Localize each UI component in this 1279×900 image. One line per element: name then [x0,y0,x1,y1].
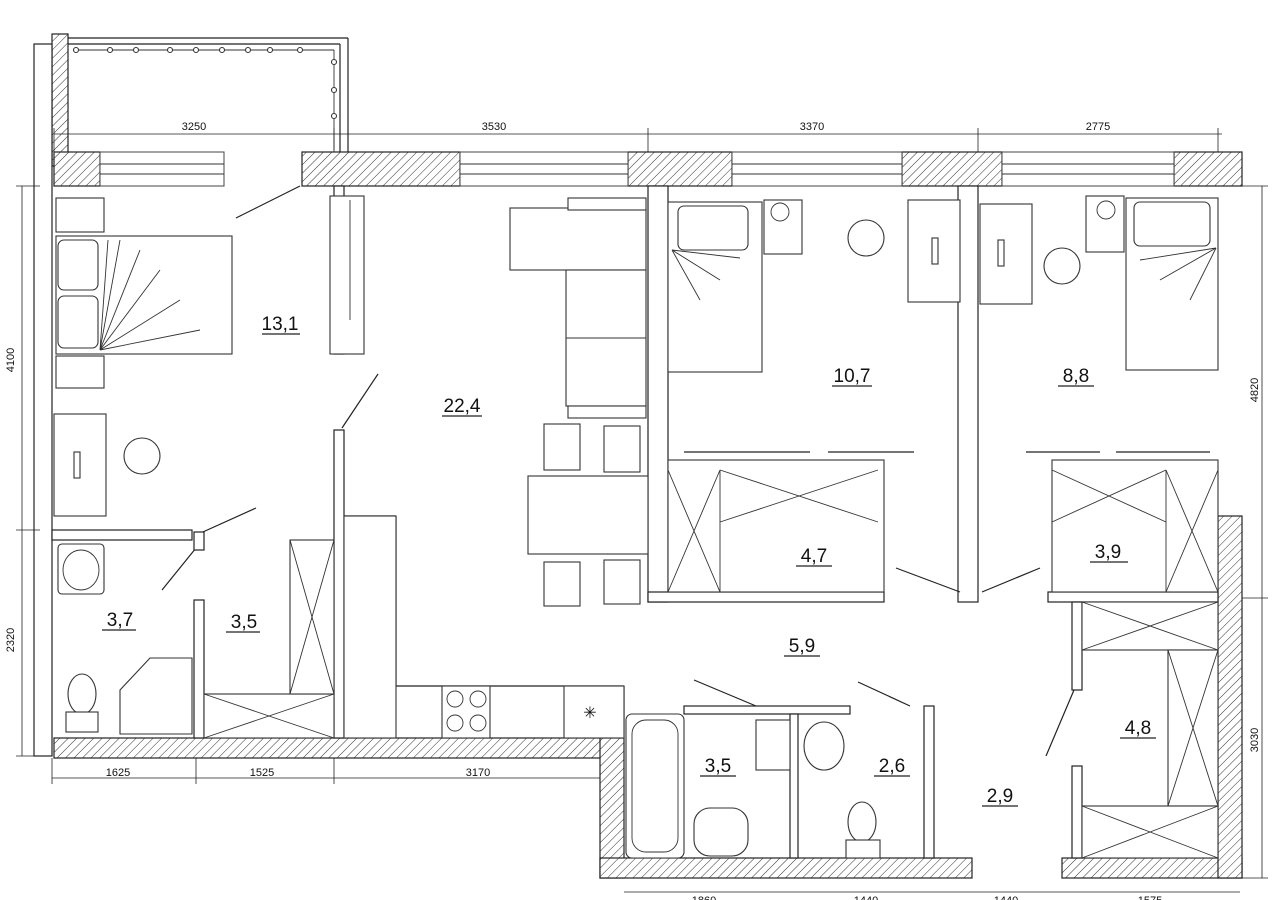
area-wardrobe-1: 4,7 [801,546,827,567]
area-bathroom-2: 3,5 [705,756,731,777]
dim-top-3: 3370 [800,121,824,133]
area-storage-1: 3,5 [231,612,257,633]
area-bathroom-1: 3,7 [107,610,133,631]
bedroom-2-furniture [667,199,961,593]
dim-bottom-cut-4: 1575 [1138,895,1162,900]
area-living-kitchen: 22,4 [444,396,481,417]
washbasin [57,543,105,595]
dimension-labels: 3250 3530 3370 2775 1625 1525 3170 1860 … [5,121,1261,900]
nightstand [55,355,105,389]
windows [99,151,1175,187]
dim-bottom-cut-2: 1440 [854,895,878,900]
chair [1043,247,1081,285]
dim-left-2: 2320 [5,628,17,652]
dim-bottom-2: 1525 [250,767,274,779]
area-bedroom-2: 10,7 [834,366,871,387]
dim-bottom-3: 3170 [466,767,490,779]
dimension-lines [16,128,1268,893]
nightstand [55,197,105,233]
dim-bottom-cut-3: 1440 [994,895,1018,900]
snowflake-icon: ✳ [583,705,596,722]
chair [847,219,885,257]
nightstand [763,199,803,255]
dim-top-4: 2775 [1086,121,1110,133]
balcony [33,33,349,757]
bathroom-2-fixtures [625,713,881,859]
area-hall: 5,9 [789,636,815,657]
dim-top-1: 3250 [182,121,206,133]
exterior-walls [53,151,1243,879]
area-corridor: 2,9 [987,786,1013,807]
toilet [67,673,97,715]
nightstand [1085,195,1125,253]
wardrobe [667,459,885,593]
sofa [509,207,647,271]
bathroom-1-fixtures [57,539,335,739]
wardrobe [1051,459,1219,593]
chair [123,437,161,475]
area-wardrobe-2: 3,9 [1095,542,1121,563]
desk [979,203,1033,305]
dim-bottom-1: 1625 [106,767,130,779]
bedroom-3-furniture [979,195,1219,593]
living-furniture: ✳ [343,197,649,739]
dim-right-1: 4820 [1249,378,1261,402]
bathtub [625,713,685,859]
shower [119,657,193,735]
room-labels: 13,1 22,4 10,7 8,8 4,7 3,9 3,7 3,5 5,9 3… [102,314,1156,807]
washbasin-toilet [803,721,845,771]
area-storage-2: 4,8 [1125,718,1151,739]
area-toilet: 2,6 [879,756,905,777]
area-bedroom-3: 8,8 [1063,366,1089,387]
dim-right-2: 3030 [1249,728,1261,752]
dining-table [527,475,649,555]
storage-2-furniture [1081,601,1219,859]
bedroom-1-furniture [53,195,365,517]
toilet [847,801,877,843]
washbasin [693,807,749,857]
dim-top-2: 3530 [482,121,506,133]
area-bedroom-1: 13,1 [262,314,299,335]
dim-left-1: 4100 [5,348,17,372]
doors [161,185,1075,757]
dim-bottom-cut-1: 1860 [692,895,716,900]
